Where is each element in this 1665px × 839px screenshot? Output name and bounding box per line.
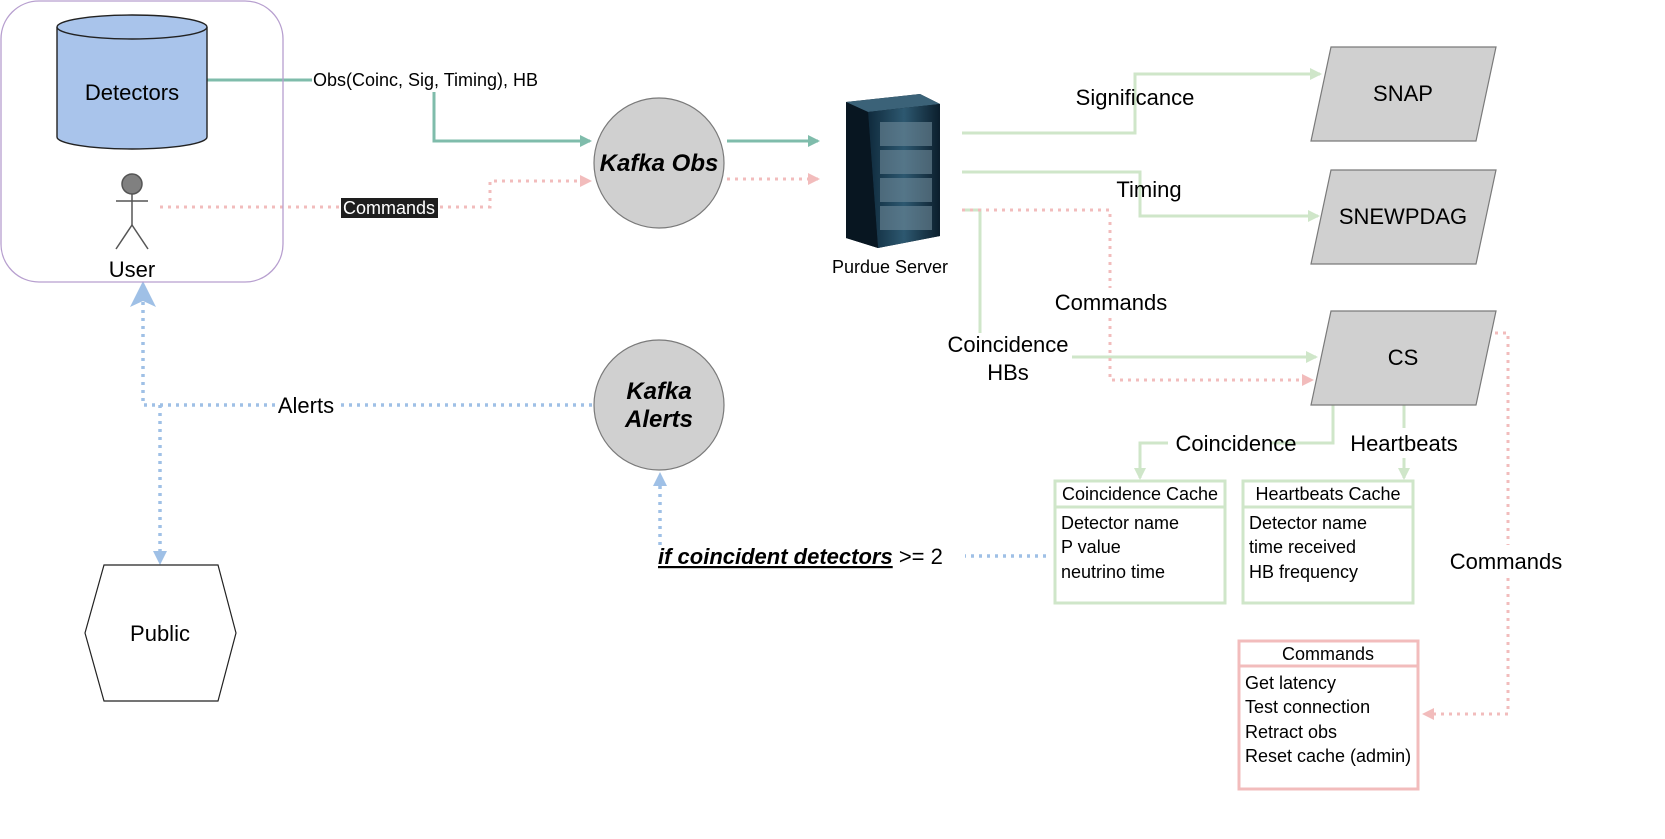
heartbeats-cache-row: time received: [1249, 537, 1356, 557]
significance-label: Significance: [1076, 85, 1195, 110]
condition-label-bold: if coincident detectors: [658, 544, 893, 569]
user-group-container: [0, 0, 284, 283]
heartbeats-cache-row: Detector name: [1249, 513, 1367, 533]
coincidence-cache-title: Coincidence Cache: [1062, 484, 1218, 504]
commands-table-row: Reset cache (admin): [1245, 746, 1411, 766]
commands-table-title: Commands: [1282, 644, 1374, 664]
heartbeats-label: Heartbeats: [1350, 431, 1458, 456]
detectors-label: Detectors: [85, 80, 179, 105]
coincidence-cache-row: neutrino time: [1061, 562, 1165, 582]
kafka-obs-label: Kafka Obs: [600, 150, 719, 177]
snewpdag-node[interactable]: SNEWPDAG: [1310, 169, 1497, 265]
kafka-obs-node[interactable]: Kafka Obs: [593, 97, 725, 229]
commands-table[interactable]: Commands Get latency Test connection Ret…: [1237, 639, 1420, 791]
snewpdag-label: SNEWPDAG: [1339, 204, 1467, 229]
kafka-alerts-label-line1: Kafka: [626, 378, 691, 405]
significance-edge: [962, 68, 1322, 135]
timing-label: Timing: [1116, 177, 1181, 202]
heartbeats-cache-row: HB frequency: [1249, 562, 1358, 582]
coincidence-cache-table[interactable]: Coincidence Cache Detector name P value …: [1053, 479, 1227, 605]
commands-table-row: Get latency: [1245, 673, 1336, 693]
condition-label-rest: >= 2: [893, 544, 943, 569]
coincidence-hbs-label-line1: Coincidence: [947, 332, 1068, 357]
commands-table-row: Test connection: [1245, 697, 1370, 717]
coincidence-hbs-label-line2: HBs: [987, 360, 1029, 385]
cs-label: CS: [1388, 345, 1419, 370]
coincidence-cache-row: Detector name: [1061, 513, 1179, 533]
heartbeats-cache-table[interactable]: Heartbeats Cache Detector name time rece…: [1241, 479, 1415, 605]
coincidence-hbs-edge: [962, 208, 982, 333]
server-rack-icon[interactable]: [846, 94, 940, 248]
obs-edge-label: Obs(Coinc, Sig, Timing), HB: [313, 70, 538, 90]
server-commands-edge-2: [1108, 318, 1314, 386]
user-commands-label: Commands: [343, 198, 435, 218]
coincidence-cache-row: P value: [1061, 537, 1121, 557]
alerts-label: Alerts: [278, 393, 334, 418]
user-actor-icon[interactable]: [115, 173, 149, 250]
cs-commands-edge-2: [1422, 578, 1510, 720]
cs-node[interactable]: CS: [1310, 310, 1497, 406]
user-commands-label-bg: [341, 198, 438, 218]
kafka-alerts-node[interactable]: Kafka Alerts: [593, 339, 725, 471]
purdue-server-label: Purdue Server: [832, 257, 948, 277]
detectors-database[interactable]: Detectors: [56, 14, 208, 150]
commands-table-row: Retract obs: [1245, 722, 1337, 742]
timing-edge: [962, 170, 1320, 222]
public-node[interactable]: Public: [84, 564, 237, 702]
cs-commands-label: Commands: [1450, 549, 1562, 574]
public-label: Public: [130, 621, 190, 646]
kafka-alerts-label-line2: Alerts: [624, 406, 693, 433]
coincidence-label: Coincidence: [1175, 431, 1296, 456]
server-commands-edge: [962, 208, 1112, 288]
snap-label: SNAP: [1373, 81, 1433, 106]
alerts-edge-2: [130, 281, 275, 407]
coincidence-edge: [1270, 404, 1335, 445]
snap-node[interactable]: SNAP: [1310, 46, 1497, 142]
condition-label: if coincident detectors >= 2: [658, 544, 943, 569]
cs-commands-edge: [1495, 331, 1510, 545]
server-commands-label: Commands: [1055, 290, 1167, 315]
user-label: User: [109, 257, 155, 282]
obs-edge-2: [432, 92, 592, 147]
heartbeats-cache-title: Heartbeats Cache: [1255, 484, 1400, 504]
coincidence-edge-2: [1134, 441, 1168, 480]
